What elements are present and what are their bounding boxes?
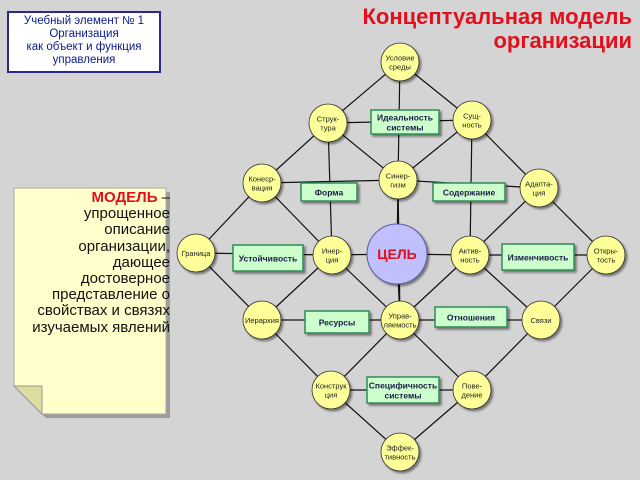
box-forma-label-0: Форма <box>315 188 344 198</box>
box-soderzhanie-label-0: Содержание <box>443 188 496 198</box>
page-title-line-1: Концептуальная модель <box>362 4 632 29</box>
box-otnosheniya: Отношения <box>434 306 508 328</box>
circle-inerciya-label-0: Инер- <box>322 247 343 256</box>
box-otnosheniya-label-0: Отношения <box>447 313 495 323</box>
goal-node: ЦЕЛЬ <box>366 223 428 285</box>
circle-povedenie: Пове-дение <box>452 370 492 410</box>
box-forma: Форма <box>300 182 358 202</box>
box-resursy: Ресурсы <box>304 310 370 334</box>
circle-adaptaciya-label-0: Адапта- <box>525 180 553 189</box>
page-title-line-2: организации <box>493 28 632 53</box>
circle-granica: Граница <box>176 233 216 273</box>
circle-inerciya-label-1: ция <box>326 256 339 265</box>
circle-svyazi-label-0: Связи <box>530 316 551 325</box>
circle-ierarhiya-label-0: Иерархия <box>245 316 279 325</box>
box-idealnost-label-1: системы <box>386 123 423 133</box>
box-izmenchivost-label-0: Изменчивость <box>508 253 569 263</box>
circle-konstrukciya-label-0: Конструк <box>316 382 348 391</box>
connector-sinergiya-koncentraciya <box>261 179 399 184</box>
box-idealnost-label-0: Идеальность <box>377 113 433 123</box>
circle-upravlyaemost-label-0: Управ- <box>388 312 412 321</box>
definition-term: МОДЕЛЬ <box>91 189 158 206</box>
circle-uslovie-label-1: среды <box>389 63 411 72</box>
definition-text: МОДЕЛЬ – упрощенное описание организации… <box>24 189 170 336</box>
circle-sinergiya: Синер-гизм <box>378 160 418 200</box>
infobox-line-2: Организация <box>49 28 119 40</box>
box-soderzhanie: Содержание <box>432 182 506 202</box>
goal-label: ЦЕЛЬ <box>377 246 416 262</box>
box-specifichnost-label-1: системы <box>384 391 421 401</box>
infobox-line-1: Учебный элемент № 1 <box>23 15 145 27</box>
box-resursy-label-0: Ресурсы <box>319 318 356 328</box>
definition-body: – упрощенное описание организации, дающе… <box>32 189 170 336</box>
note-paper <box>12 187 170 418</box>
box-ustoichivost-label-0: Устойчивость <box>239 254 297 264</box>
circle-svyazi: Связи <box>521 300 561 340</box>
circle-inerciya: Инер-ция <box>312 235 352 275</box>
circle-struktura-label-0: Струк- <box>317 115 340 124</box>
circle-upravlyaemost: Управ-ляемость <box>380 300 420 340</box>
circle-sushchnost: Сущ-ность <box>452 100 492 140</box>
circle-otkrytost: Откры-тость <box>586 235 626 275</box>
circle-struktura: Струк-тура <box>308 103 348 143</box>
circle-konstrukciya-label-1: ция <box>325 391 338 400</box>
circle-uslovie-label-0: Условие <box>386 54 415 63</box>
circle-otkrytost-label-1: тость <box>597 256 616 265</box>
circle-povedenie-label-0: Пове- <box>462 382 483 391</box>
circle-effektivnost: Эффек-тивность <box>380 432 420 472</box>
circle-adaptaciya-label-1: ция <box>533 189 546 198</box>
circle-sinergiya-label-0: Синер- <box>386 172 411 181</box>
circle-adaptaciya: Адапта-ция <box>519 168 559 208</box>
circle-ierarhiya: Иерархия <box>242 300 282 340</box>
circle-koncentraciya-label-1: вация <box>252 184 273 193</box>
box-specifichnost-label-0: Специфичность <box>369 381 437 391</box>
circle-effektivnost-label-0: Эффек- <box>386 444 414 453</box>
circle-otkrytost-label-0: Откры- <box>594 247 619 256</box>
page-title: Концептуальная модель организации <box>362 5 632 53</box>
learning-element-box: Учебный элемент № 1 Организация как объе… <box>7 11 161 73</box>
circle-aktivnost: Актив-ность <box>450 235 490 275</box>
infobox-line-4: управления <box>52 54 116 66</box>
box-ustoichivost: Устойчивость <box>232 244 304 272</box>
circle-sushchnost-label-0: Сущ- <box>463 112 481 121</box>
circle-povedenie-label-1: дение <box>461 391 482 400</box>
box-izmenchivost: Изменчивость <box>501 243 575 271</box>
circle-aktivnost-label-1: ность <box>460 256 479 265</box>
circle-aktivnost-label-0: Актив- <box>459 247 482 256</box>
circle-upravlyaemost-label-1: ляемость <box>383 321 416 330</box>
infobox-line-3: как объект и функция <box>26 41 142 53</box>
circle-struktura-label-1: тура <box>320 124 336 133</box>
circle-koncentraciya-label-0: Конеср- <box>248 175 276 184</box>
circle-granica-label-0: Граница <box>182 249 212 258</box>
goal-circle: ЦЕЛЬ <box>366 223 428 285</box>
circle-sushchnost-label-1: ность <box>462 121 481 130</box>
property-circles: УсловиесредыСтрук-тураСущ-ностьКонеср-ва… <box>176 42 626 472</box>
circle-sinergiya-label-1: гизм <box>390 181 406 190</box>
circle-effektivnost-label-1: тивность <box>384 453 415 462</box>
circle-koncentraciya: Конеср-вация <box>242 163 282 203</box>
definition-note: МОДЕЛЬ – упрощенное описание организации… <box>10 186 170 418</box>
